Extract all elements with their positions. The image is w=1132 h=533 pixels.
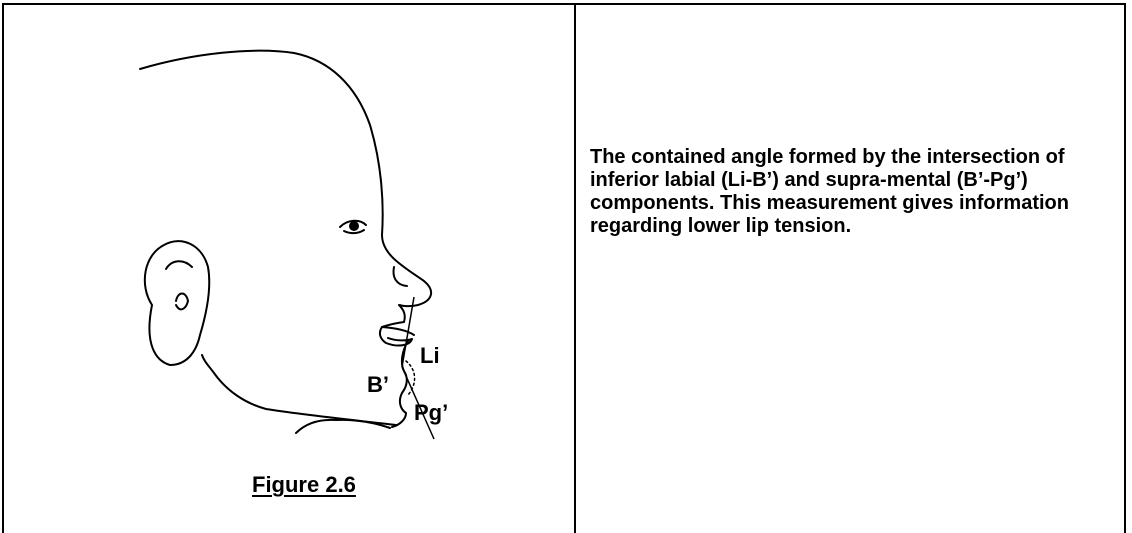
description-text: The contained angle formed by the inters… bbox=[590, 146, 1069, 237]
eye-pupil-icon bbox=[349, 221, 359, 231]
upper-lip bbox=[381, 304, 415, 336]
text-cell: The contained angle formed by the inters… bbox=[576, 5, 1126, 523]
label-b-prime: B’ bbox=[367, 372, 389, 397]
eye-lower-lid bbox=[343, 229, 365, 235]
lower-lip bbox=[378, 326, 413, 347]
chin-profile bbox=[391, 340, 409, 428]
face-profile-illustration: Li B’ Pg’ bbox=[139, 49, 448, 440]
table-frame bbox=[2, 3, 1126, 533]
ear-inner bbox=[165, 260, 193, 270]
eye-upper-lid bbox=[339, 219, 367, 228]
label-pg-prime: Pg’ bbox=[414, 400, 448, 425]
column-divider bbox=[574, 3, 576, 533]
label-li: Li bbox=[420, 343, 440, 368]
figure-caption: Figure 2.6 bbox=[252, 472, 356, 497]
b-pg-line bbox=[401, 366, 435, 440]
neck-line bbox=[295, 418, 391, 434]
ear-outer bbox=[143, 240, 211, 366]
ear-lobe bbox=[175, 292, 189, 311]
li-b-line bbox=[401, 296, 415, 368]
head-outline bbox=[139, 49, 433, 308]
nostril bbox=[392, 266, 408, 287]
figure-cell: Li B’ Pg’ Figure 2.6 bbox=[4, 5, 574, 523]
angle-arc bbox=[405, 360, 416, 396]
